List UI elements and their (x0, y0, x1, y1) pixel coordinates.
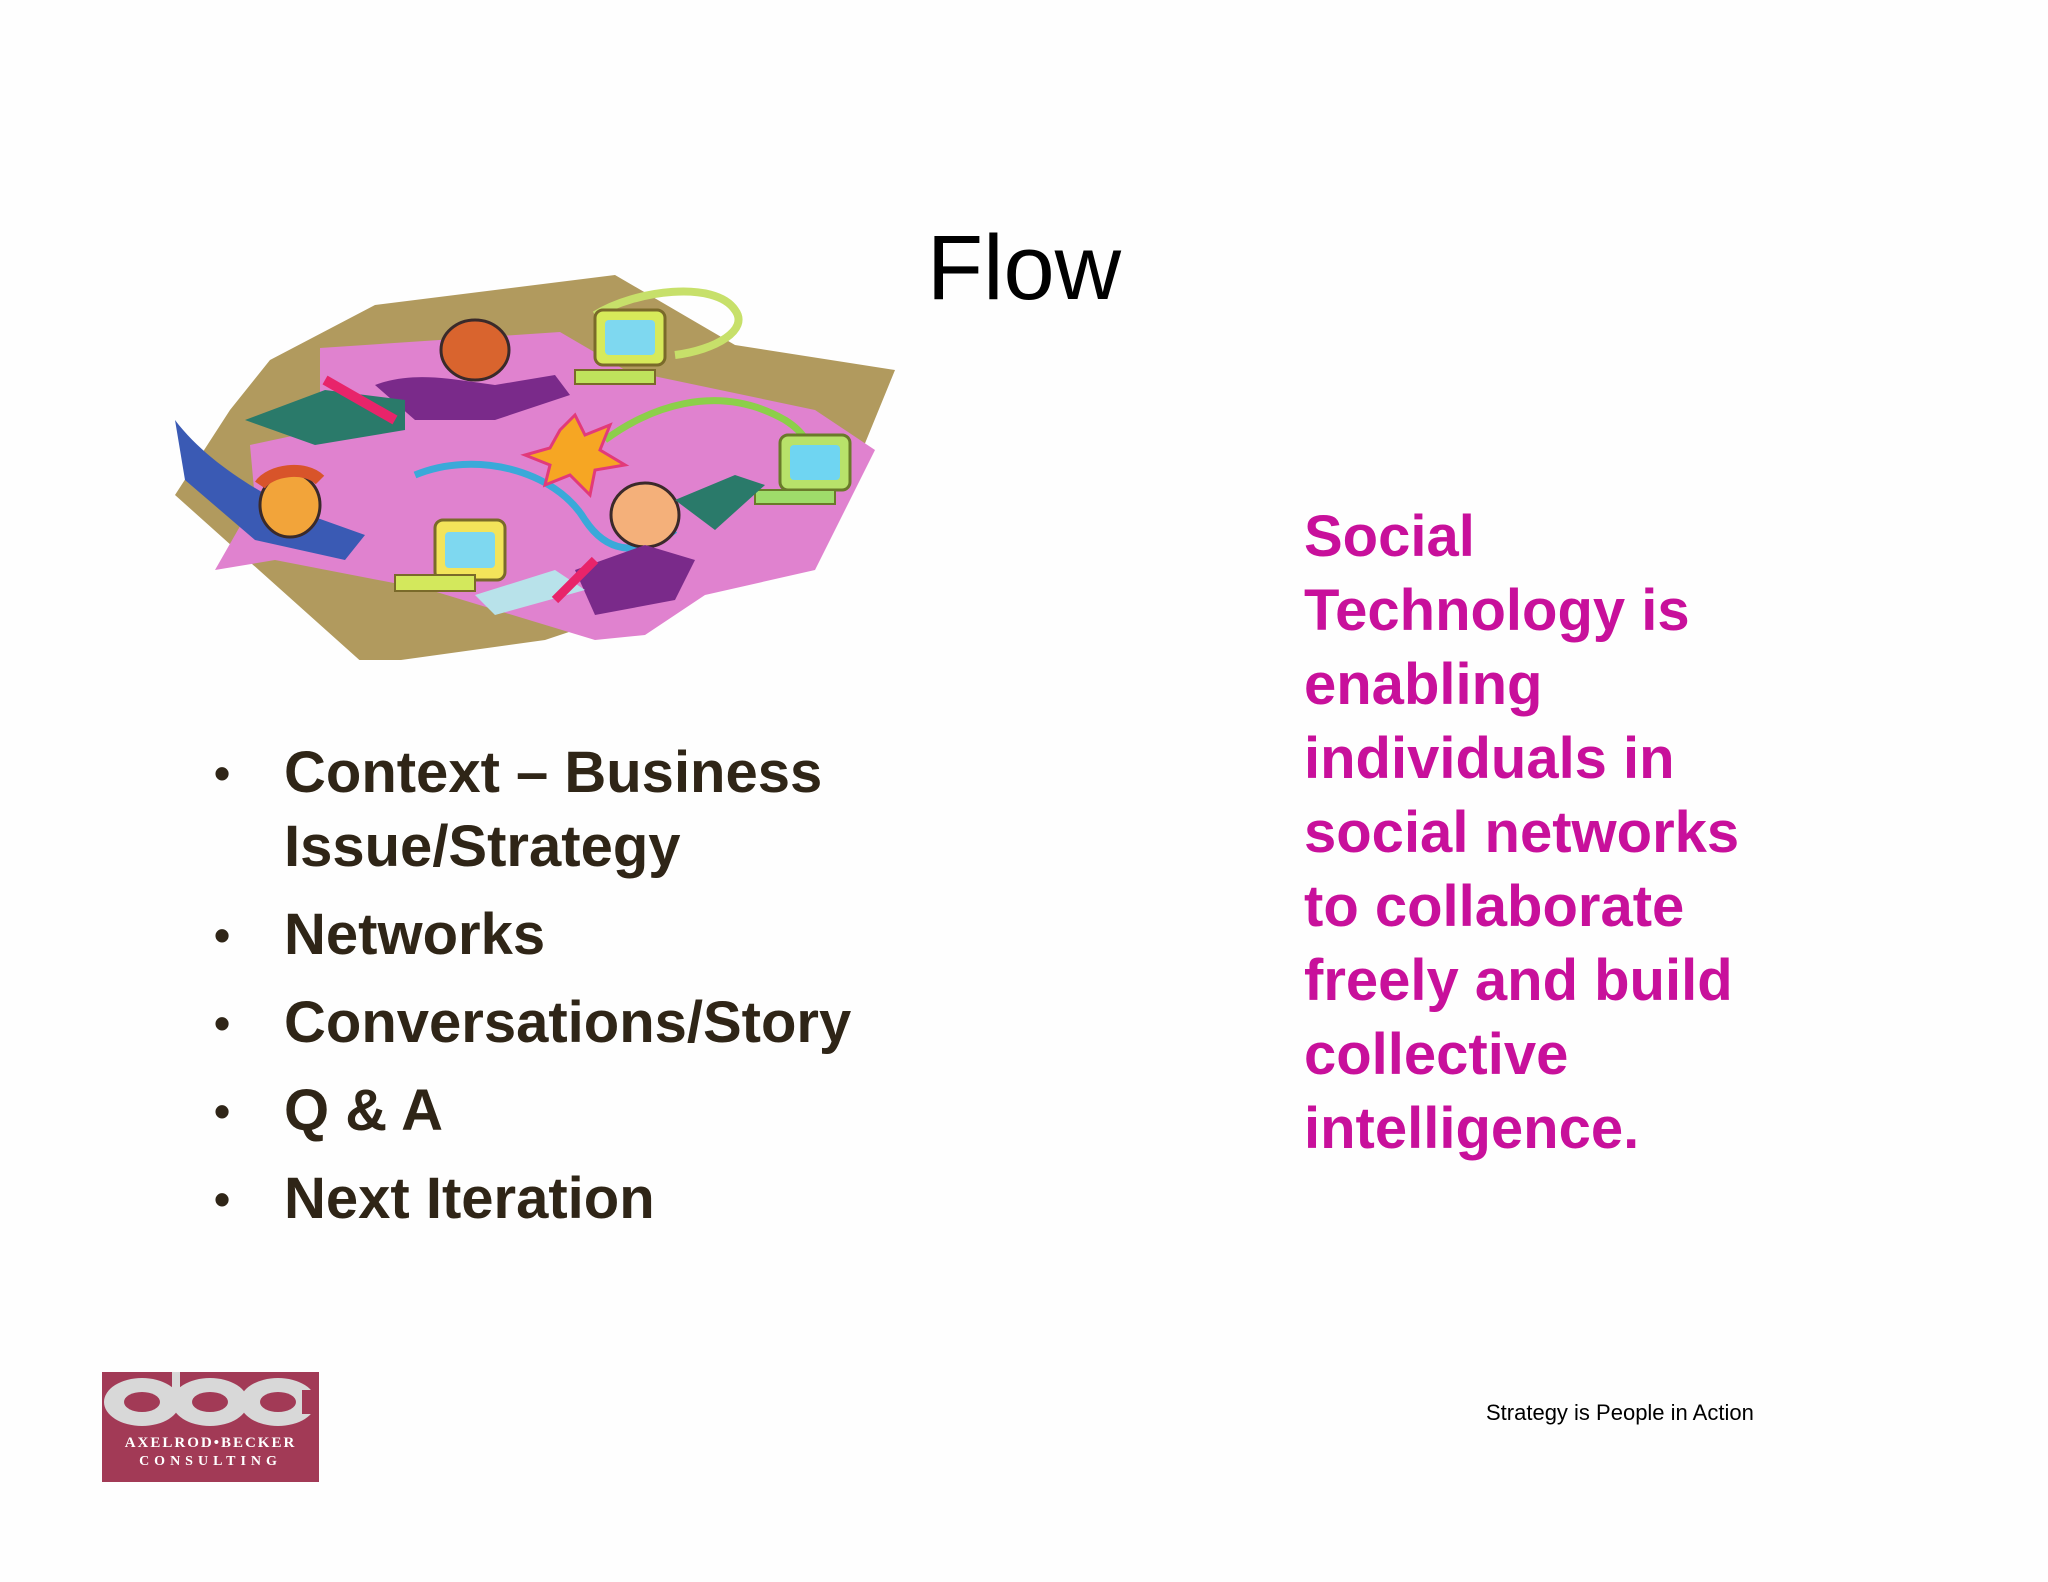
logo-line: AXELROD•BECKER (124, 1435, 297, 1451)
callout-line: collective (1304, 1022, 1569, 1087)
callout-line: enabling (1304, 652, 1543, 717)
slide-title: Flow (926, 217, 1122, 319)
bullet-item-qa: • Q & A (212, 1074, 972, 1148)
bullet-list: • Context – Business Issue/Strategy • Ne… (212, 736, 972, 1250)
person-figure (175, 420, 365, 560)
computer-icon (574, 308, 667, 385)
computer-icon (754, 433, 852, 505)
callout-line: freely and build (1304, 948, 1733, 1013)
person-figure (475, 475, 765, 615)
callout-line: Technology is (1304, 578, 1690, 643)
person-figure (245, 318, 570, 445)
bullet-marker: • (214, 747, 231, 799)
starburst-shape (520, 412, 630, 499)
logo-line: CONSULTING (139, 1454, 282, 1469)
cable-line (592, 287, 743, 359)
logo-letters (102, 1372, 319, 1428)
bullet-text: Networks (284, 902, 546, 967)
bullet-text: Q & A (284, 1078, 443, 1143)
callout-line: individuals in (1304, 726, 1675, 791)
bullet-marker: • (214, 909, 231, 961)
callout-line: intelligence. (1304, 1096, 1640, 1161)
bullet-item-context: • Context – Business Issue/Strategy (212, 736, 972, 884)
callout-line: Social (1304, 504, 1475, 569)
callout-line: social networks (1304, 800, 1740, 865)
callout-line: to collaborate (1304, 874, 1685, 939)
bullet-item-networks: • Networks (212, 898, 972, 972)
bullet-marker: • (214, 1173, 231, 1225)
computer-icon (394, 518, 507, 592)
bullet-marker: • (214, 997, 231, 1049)
people-at-computers-illustration (175, 275, 895, 660)
callout-text: Social Technology is enabling individual… (1304, 500, 1824, 1166)
bullet-item-conversations: • Conversations/Story (212, 986, 972, 1060)
bullet-text: Context – Business (284, 740, 823, 805)
footer-tagline: Strategy is People in Action (1486, 1400, 1754, 1425)
bullet-text: Next Iteration (284, 1166, 655, 1231)
abc-logo-mark-icon (102, 1372, 319, 1428)
logo-wordmark: AXELROD•BECKER CONSULTING (102, 1428, 319, 1482)
bullet-item-next-iteration: • Next Iteration (212, 1162, 972, 1236)
bullet-marker: • (214, 1085, 231, 1137)
company-logo: AXELROD•BECKER CONSULTING (102, 1372, 319, 1482)
cable-line (413, 460, 678, 552)
bullet-text: Issue/Strategy (284, 814, 681, 879)
bullet-text: Conversations/Story (284, 990, 852, 1055)
